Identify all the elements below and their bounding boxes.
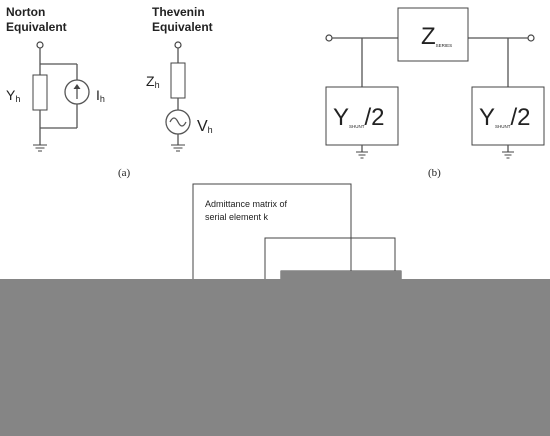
thevenin-voltage-label: Vh xyxy=(197,118,213,135)
thevenin-title-line2: Equivalent xyxy=(152,20,213,34)
caption-a: (a) xyxy=(118,167,131,179)
thevenin-equivalent-circuit: Thevenin Equivalent Zh Vh xyxy=(146,5,213,152)
caption-b: (b) xyxy=(428,167,441,179)
pi-equivalent-circuit: ZSERIES YSHUNT/2 YSHUNT/2 xyxy=(325,7,545,159)
zseries-label: ZSERIES xyxy=(421,23,452,50)
matrix-note-line2: serial element k xyxy=(205,212,269,222)
series-impedance-box xyxy=(397,7,469,62)
norton-title-line1: Norton xyxy=(6,5,45,19)
matrix-note-line1: Admittance matrix of xyxy=(205,199,288,209)
thevenin-title-line1: Thevenin xyxy=(152,5,205,19)
shunt-admittance-box-left xyxy=(325,86,399,146)
yshunt-right-label: YSHUNT/2 xyxy=(479,104,531,131)
norton-terminal xyxy=(36,41,44,49)
norton-current-label: Ih xyxy=(96,87,105,104)
thevenin-terminal xyxy=(174,41,182,49)
ground-icon xyxy=(502,151,514,159)
sine-wave-icon xyxy=(169,117,187,127)
ground-icon xyxy=(171,144,185,152)
thevenin-impedance-label: Zh xyxy=(146,73,160,90)
norton-equivalent-circuit: Norton Equivalent Yh Ih xyxy=(6,5,105,152)
ground-icon xyxy=(356,151,368,159)
admittance-element xyxy=(32,74,48,111)
gray-overlay xyxy=(0,271,550,436)
norton-title-line2: Equivalent xyxy=(6,20,67,34)
arrow-head-icon xyxy=(73,84,81,89)
ground-icon xyxy=(33,144,47,152)
yshunt-left-label: YSHUNT/2 xyxy=(333,104,385,131)
left-terminal xyxy=(325,34,333,42)
right-terminal xyxy=(527,34,535,42)
norton-admittance-label: Yh xyxy=(6,87,20,104)
shunt-admittance-box-right xyxy=(471,86,545,146)
impedance-element xyxy=(170,62,186,99)
